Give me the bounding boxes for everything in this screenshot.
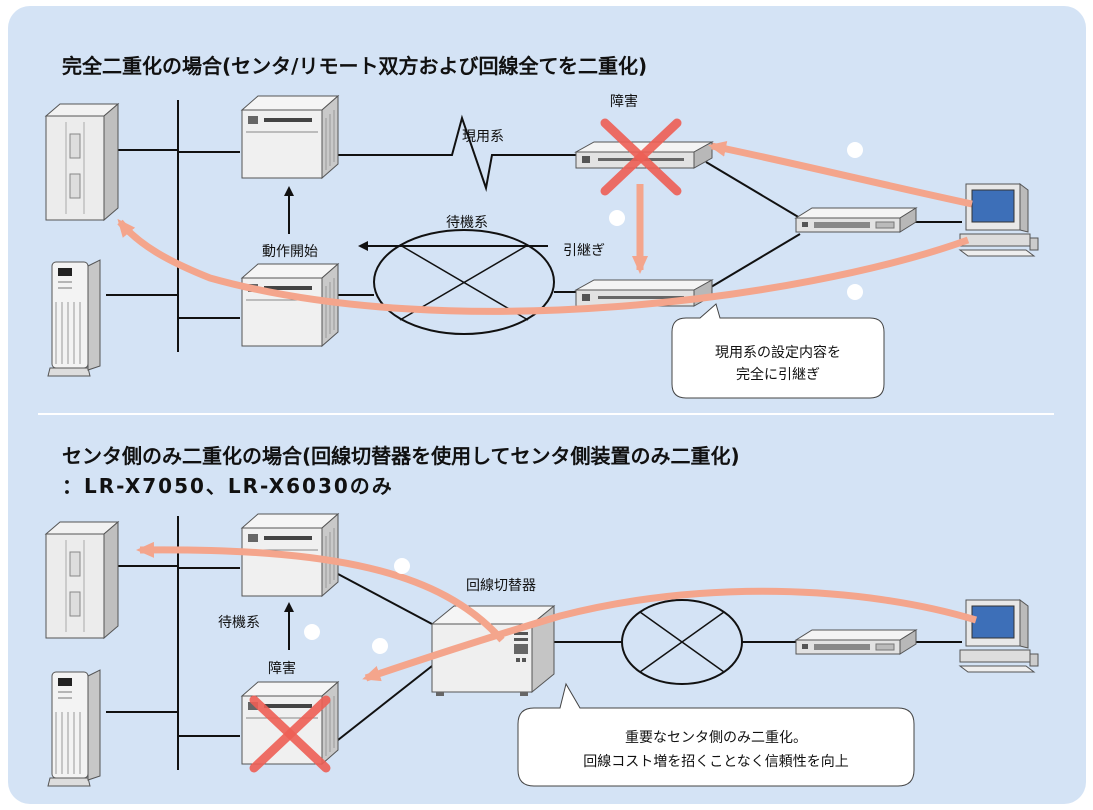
top-remote-link [705, 233, 801, 291]
bottom-flow-arrow [362, 587, 978, 682]
top-flow-arrow [708, 140, 973, 208]
flow-dot [304, 624, 320, 640]
bottom-switch-link [337, 665, 433, 741]
bottom-section-title: センタ側のみ二重化の場合(回線切替器を使用してセンタ側装置のみ二重化) [62, 444, 740, 468]
wan-cloud-icon [621, 599, 743, 685]
pc-terminal-icon [959, 183, 1039, 257]
host-server-icon [45, 521, 119, 639]
bottom-section-subtitle: ：LR-X7050、LR-X6030のみ [62, 474, 394, 498]
bottom-flow-arrow [136, 541, 505, 643]
switch-hub-icon [795, 629, 917, 655]
start-operation-label: 動作開始 [262, 244, 318, 260]
flow-dot [847, 284, 863, 300]
top-callout-bubble [671, 303, 885, 399]
top-failure-label: 障害 [610, 94, 638, 110]
router-server-icon [241, 681, 339, 765]
takeover-label: 引継ぎ [563, 243, 605, 259]
router-server-icon [241, 263, 339, 347]
tower-server-icon [47, 669, 101, 787]
top-remote-link [705, 161, 801, 219]
bottom-failure-label: 障害 [268, 661, 296, 677]
flow-dot [609, 210, 625, 226]
bottom-callout-line2: 回線コスト増を招くことなく信頼性を向上 [583, 754, 849, 770]
standby-line-label: 待機系 [446, 215, 488, 231]
top-callout-line2: 完全に引継ぎ [736, 367, 820, 383]
top-flow-arrow [117, 218, 970, 315]
tower-server-icon [47, 259, 101, 377]
top-active-wan-line [338, 114, 578, 192]
bottom-callout-line1: 重要なセンタ側のみ二重化。 [625, 730, 807, 746]
bottom-standby-label: 待機系 [218, 615, 260, 631]
active-line-label: 現用系 [462, 129, 504, 145]
top-section-title: 完全二重化の場合(センタ/リモート双方および回線全てを二重化) [62, 54, 648, 78]
router-server-icon [241, 95, 339, 179]
bottom-callout-bubble [517, 682, 915, 787]
pc-terminal-icon [959, 599, 1039, 673]
flow-dot [394, 558, 410, 574]
flow-dot [372, 638, 388, 654]
host-server-icon [45, 103, 119, 221]
line-switch-label: 回線切替器 [466, 578, 536, 594]
switch-hub-icon [795, 207, 917, 233]
bottom-switch-link [337, 573, 433, 625]
top-callout-line1: 現用系の設定内容を [715, 345, 841, 361]
flow-dot [847, 142, 863, 158]
